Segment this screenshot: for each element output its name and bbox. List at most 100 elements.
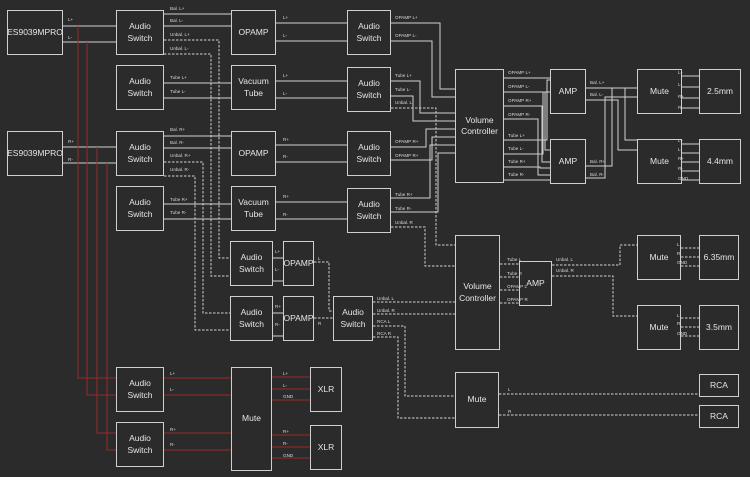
signal-label: R+: [275, 304, 282, 309]
unbalanced-wire: [164, 53, 230, 277]
signal-label: Tube L+: [170, 75, 187, 80]
signal-label: R: [677, 251, 681, 256]
switch-out-tube-r-block: Audio Switch: [347, 188, 391, 233]
balanced-wire: [504, 118, 550, 176]
signal-label: Tube R: [507, 271, 522, 276]
signal-label: L: [677, 242, 680, 247]
signal-label: Tube R+: [170, 197, 188, 202]
signal-label: Tube L-: [508, 146, 524, 151]
balanced-wire: [504, 166, 550, 169]
unbalanced-wire: [164, 161, 230, 314]
balanced-wire: [586, 99, 637, 151]
switch-unbal-r-block: Audio Switch: [230, 296, 273, 341]
xlr-wire: [106, 163, 116, 451]
unbalanced-wire: [391, 226, 455, 267]
balanced-wire: [504, 79, 550, 141]
signal-label: L+: [678, 138, 684, 143]
balanced-wire: [391, 22, 455, 90]
signal-label: R+: [170, 427, 177, 432]
balanced-wire: [504, 105, 550, 163]
balanced-wire: [391, 136, 455, 161]
signal-label: Tube R-: [395, 206, 412, 211]
opamp-unbal-l-block: OPAMP: [283, 241, 314, 286]
unbalanced-wire: [373, 336, 455, 419]
xlr-l-block: XLR: [310, 367, 342, 412]
signal-label: R: [677, 321, 681, 326]
signal-label: R-: [68, 157, 73, 162]
signal-label: Unbal. R-: [170, 167, 190, 172]
signal-label: R-: [170, 442, 175, 447]
signal-label: Unbal. R: [556, 268, 574, 273]
signal-label: Unbal. L: [556, 257, 574, 262]
signal-label: R+: [68, 139, 75, 144]
signal-label: R-: [678, 105, 683, 110]
balanced-wire: [504, 91, 550, 155]
opamp-l-block: OPAMP: [231, 10, 276, 55]
balanced-wire: [391, 144, 455, 199]
jack-44-block: 4.4mm: [699, 139, 741, 184]
signal-label: Unbal. R+: [170, 153, 191, 158]
mute-44-block: Mute: [637, 139, 682, 184]
signal-label: L-: [678, 147, 683, 152]
signal-label: GND: [678, 176, 689, 181]
signal-label: L+: [275, 249, 281, 254]
signal-label: OPAMP R-: [508, 112, 531, 117]
signal-label: L-: [68, 35, 73, 40]
mute-25-block: Mute: [637, 69, 682, 114]
signal-label: L-: [283, 91, 288, 96]
balanced-wire: [391, 80, 455, 114]
unbalanced-wire: [164, 39, 230, 259]
signal-label: L+: [170, 371, 176, 376]
signal-label: Tube R+: [508, 159, 526, 164]
unbalanced-wire: [391, 107, 455, 246]
signal-label: OPAMP L+: [395, 15, 418, 20]
switch-tube-r-block: Audio Switch: [116, 186, 164, 231]
signal-label: Tube R-: [170, 210, 187, 215]
balanced-wire: [504, 91, 550, 151]
signal-label: Bal. R-: [590, 172, 605, 177]
unbalanced-wire: [164, 175, 230, 331]
unbalanced-wire: [314, 261, 333, 312]
jack-35-block: 3.5mm: [699, 305, 739, 350]
signal-label: OPAMP R+: [395, 153, 419, 158]
signal-label: Tube L: [507, 257, 522, 262]
signal-label: Unbal. L-: [170, 46, 189, 51]
balanced-wire: [391, 152, 455, 213]
signal-label: Bal. L-: [170, 18, 184, 23]
signal-label: L-: [283, 383, 288, 388]
signal-label: Unbal. L: [395, 100, 413, 105]
switch-xlr-r-block: Audio Switch: [116, 422, 164, 467]
balanced-wire: [391, 40, 455, 98]
signal-label: L-: [283, 33, 288, 38]
signal-label: Tube L+: [508, 133, 525, 138]
tube-r-block: Vacuum Tube: [231, 186, 276, 231]
signal-label: L: [508, 387, 511, 392]
signal-label: L+: [283, 371, 289, 376]
balanced-wire: [391, 128, 455, 148]
volume-unbal-block: Volume Controller: [455, 235, 500, 350]
balanced-wire: [586, 87, 637, 167]
mute-635-block: Mute: [637, 235, 681, 280]
rca-l-block: RCA: [699, 374, 739, 397]
signal-label: Tube L+: [395, 73, 412, 78]
signal-label: RCA L: [377, 319, 391, 324]
signal-label: R+: [283, 137, 290, 142]
xlr-wire: [86, 42, 116, 396]
mute-rca-block: Mute: [455, 372, 499, 428]
mute-xlr-block: Mute: [231, 367, 272, 471]
switch-out-opamp-r-block: Audio Switch: [347, 131, 391, 176]
mute-35-block: Mute: [637, 305, 681, 350]
signal-label: Tube R-: [508, 172, 525, 177]
signal-label: OPAMP L: [507, 284, 527, 289]
tube-l-block: Vacuum Tube: [231, 65, 276, 110]
opamp-r-block: OPAMP: [231, 131, 276, 176]
signal-label: GND: [677, 331, 688, 336]
signal-label: Unbal. R: [377, 308, 395, 313]
signal-label: R: [508, 409, 512, 414]
signal-label: OPAMP L+: [508, 70, 531, 75]
volume-bal-block: Volume Controller: [455, 69, 504, 183]
signal-label: L: [318, 256, 321, 261]
unbalanced-wire: [373, 325, 455, 397]
signal-label: R+: [678, 94, 685, 99]
jack-25-block: 2.5mm: [699, 69, 741, 114]
